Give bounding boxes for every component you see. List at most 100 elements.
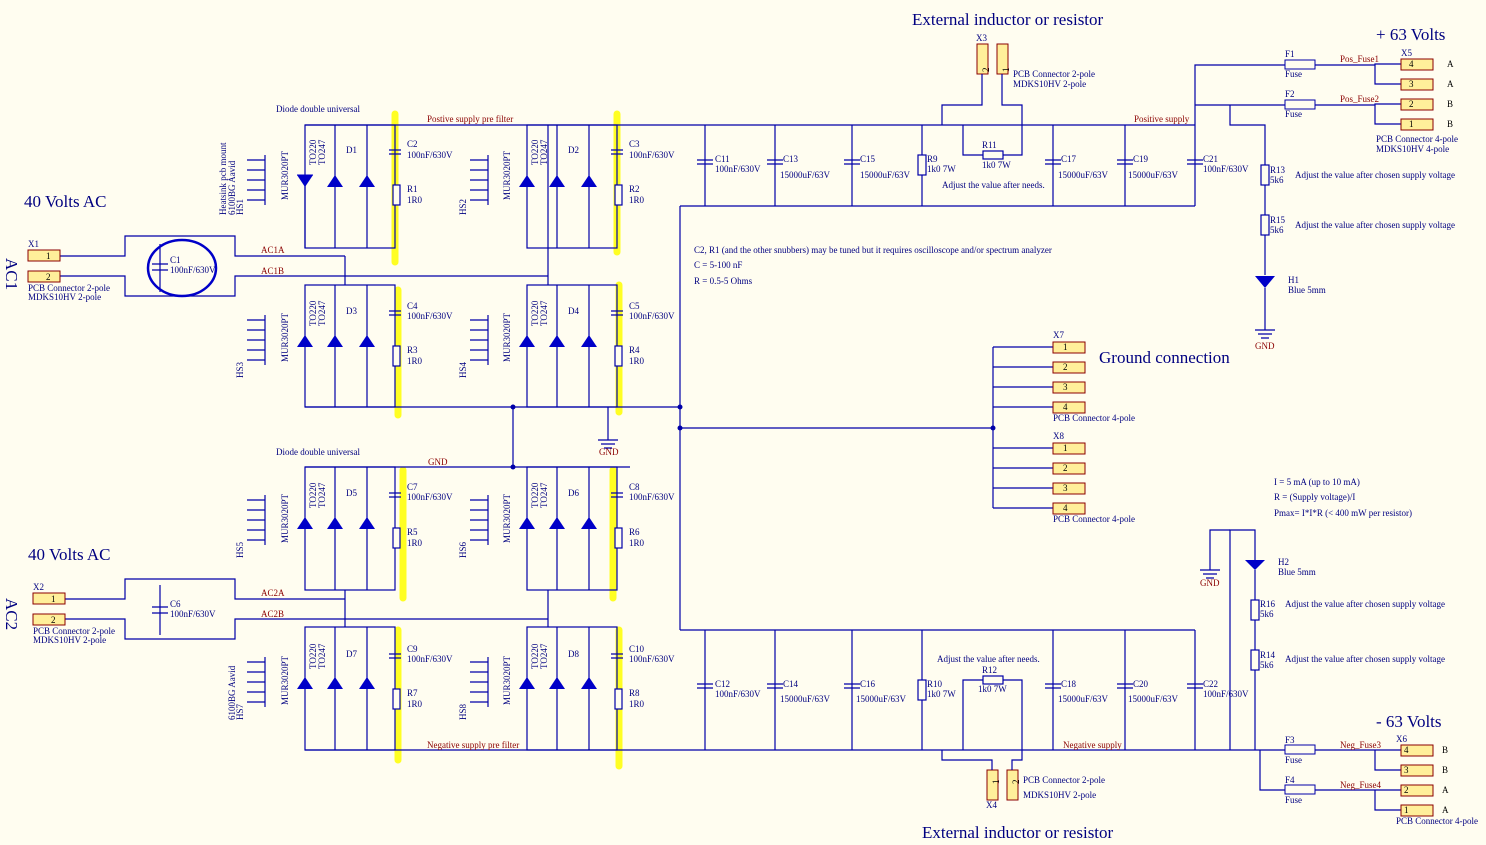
- label-parts-mur: MUR3020PT: [280, 655, 290, 705]
- label-parts-c4: C4: [407, 301, 418, 311]
- label-notes-adjust_supply: Adjust the value after chosen supply vol…: [1285, 599, 1445, 609]
- label-parts-hs8: HS8: [458, 703, 468, 720]
- rectifier-block-d8: [519, 626, 618, 751]
- label-parts-r5k6: 5k6: [1270, 225, 1284, 235]
- label-parts-c15000: 15000uF/63V: [780, 170, 831, 180]
- label-parts-to247: TO247: [539, 643, 549, 669]
- label-parts-c15000: 15000uF/63V: [1128, 170, 1179, 180]
- label-parts-r1r0: 1R0: [407, 195, 423, 205]
- label-parts-to220: TO220: [308, 300, 318, 326]
- label-pins-p4: 4: [1063, 402, 1068, 412]
- label-pins-p2: 2: [1011, 780, 1021, 785]
- label-parts-c100n: 100nF/630V: [629, 492, 675, 502]
- label-pins-b: B: [1442, 765, 1448, 775]
- label-parts-c18: C18: [1061, 679, 1077, 689]
- label-parts-c3: C3: [629, 139, 640, 149]
- label-parts-mur: MUR3020PT: [280, 312, 290, 362]
- label-parts-c100n: 100nF/630V: [629, 150, 675, 160]
- pin-label: 2: [51, 615, 56, 625]
- pin-label: 1: [51, 594, 56, 604]
- rectifier-block-d5: [297, 466, 396, 591]
- label-parts-r6: R6: [629, 527, 640, 537]
- rectifier-block-d3: [297, 284, 396, 408]
- label-nets-gnd: GND: [1200, 578, 1220, 588]
- label-parts-x3: X3: [976, 33, 987, 43]
- label-pins-p1: 1: [1404, 805, 1409, 815]
- label-pins-p2: 2: [1063, 362, 1068, 372]
- label-parts-to220: TO220: [308, 482, 318, 508]
- label-nets-gnd: GND: [599, 447, 619, 457]
- label-pins-a: A: [1447, 79, 1454, 89]
- label-notes-adjust: Adjust the value after needs.: [937, 654, 1040, 664]
- label-parts-fuse: Fuse: [1285, 755, 1302, 765]
- label-parts-hs1: HS1: [235, 199, 245, 215]
- label-pins-p2: 2: [1063, 463, 1068, 473]
- label-parts-pcb2: PCB Connector 2-pole: [33, 626, 115, 636]
- label-pins-p1: 1: [1001, 68, 1011, 73]
- label-nets-pos_fuse2: Pos_Fuse2: [1340, 94, 1379, 104]
- label-nets-neg_pre: Negative supply pre filter: [427, 740, 519, 750]
- label-notes-snubber3: R = 0.5-5 Ohms: [694, 276, 753, 286]
- label-pins-b: B: [1447, 99, 1453, 109]
- label-parts-hs6: HS6: [458, 541, 468, 558]
- label-parts-mur: MUR3020PT: [502, 655, 512, 705]
- label-parts-c100n: 100nF/630V: [170, 609, 216, 619]
- label-parts-hs7: HS7: [235, 703, 245, 720]
- label-parts-r13: R13: [1270, 165, 1286, 175]
- label-parts-c15000: 15000uF/63V: [780, 694, 831, 704]
- label-pins-p1: 1: [1063, 443, 1068, 453]
- label-parts-to247: TO247: [317, 482, 327, 508]
- label-parts-x2: X2: [33, 582, 44, 592]
- label-nets-ac2b: AC2B: [261, 609, 284, 619]
- label-notes-heatsink: Heatsink pcb mount: [218, 142, 228, 215]
- label-parts-mur: MUR3020PT: [502, 312, 512, 362]
- label-pins-p3: 3: [1063, 382, 1068, 392]
- label-parts-pcb4: PCB Connector 4-pole: [1376, 134, 1458, 144]
- snubbers: [389, 149, 623, 710]
- label-parts-d1: D1: [346, 145, 357, 155]
- label-notes-snubber1: C2, R1 (and the other snubbers) may be t…: [694, 245, 1052, 255]
- label-notes-led2: R = (Supply voltage)/I: [1274, 492, 1355, 502]
- label-parts-x1: X1: [28, 239, 39, 249]
- label-pins-a: A: [1447, 59, 1454, 69]
- label-parts-c15000: 15000uF/63V: [1058, 170, 1109, 180]
- label-parts-to220: TO220: [530, 139, 540, 165]
- label-parts-x8: X8: [1053, 431, 1064, 441]
- connector-x2-pin1: [32, 592, 66, 605]
- label-pins-p1: 1: [1063, 342, 1068, 352]
- label-parts-pcb4: PCB Connector 4-pole: [1053, 413, 1135, 423]
- label-parts-r15: R15: [1270, 215, 1286, 225]
- pin-label: 2: [46, 272, 51, 282]
- label-pins-p3: 3: [1409, 79, 1414, 89]
- label-parts-c6: C6: [170, 599, 181, 609]
- ac-wiring: [60, 125, 549, 640]
- label-parts-r1k07: 1k0 7W: [978, 684, 1007, 694]
- label-parts-fuse: Fuse: [1285, 69, 1302, 79]
- label-nets-neg_fuse4: Neg_Fuse4: [1340, 780, 1381, 790]
- label-notes-diode_top: Diode double universal: [276, 104, 360, 114]
- label-parts-r11: R11: [982, 140, 997, 150]
- cap-bank-top: [697, 125, 1203, 206]
- label-parts-c15: C15: [860, 154, 876, 164]
- label-notes-diode_mid: Diode double universal: [276, 447, 360, 457]
- label-parts-r1r0: 1R0: [407, 356, 423, 366]
- label-parts-blue: Blue 5mm: [1288, 285, 1326, 295]
- label-parts-c15000: 15000uF/63V: [1128, 694, 1179, 704]
- label-nets-pos_fuse1: Pos_Fuse1: [1340, 54, 1379, 64]
- label-parts-f4: F4: [1285, 775, 1295, 785]
- label-parts-r5: R5: [407, 527, 418, 537]
- label-pins-a: A: [1442, 805, 1449, 815]
- label-parts-c100n: 100nF/630V: [407, 311, 453, 321]
- label-parts-pcb2: PCB Connector 2-pole: [28, 283, 110, 293]
- label-notes-led3: Pmax= I*I*R (< 400 mW per resistor): [1274, 508, 1412, 518]
- label-parts-mur: MUR3020PT: [502, 493, 512, 543]
- external-top: [941, 43, 1023, 160]
- label-nets-pos_pre: Postive supply pre filter: [427, 114, 513, 124]
- connector-x1-pin2: [27, 270, 61, 283]
- label-parts-hs5: HS5: [235, 541, 245, 558]
- label-notes-heatsink2: 6100BG Aavid: [227, 665, 237, 720]
- label-parts-r5k6: 5k6: [1260, 660, 1274, 670]
- title-ac-bottom: 40 Volts AC: [28, 545, 111, 564]
- label-notes-snubber2: C = 5-100 nF: [694, 260, 742, 270]
- label-parts-r5k6: 5k6: [1270, 175, 1284, 185]
